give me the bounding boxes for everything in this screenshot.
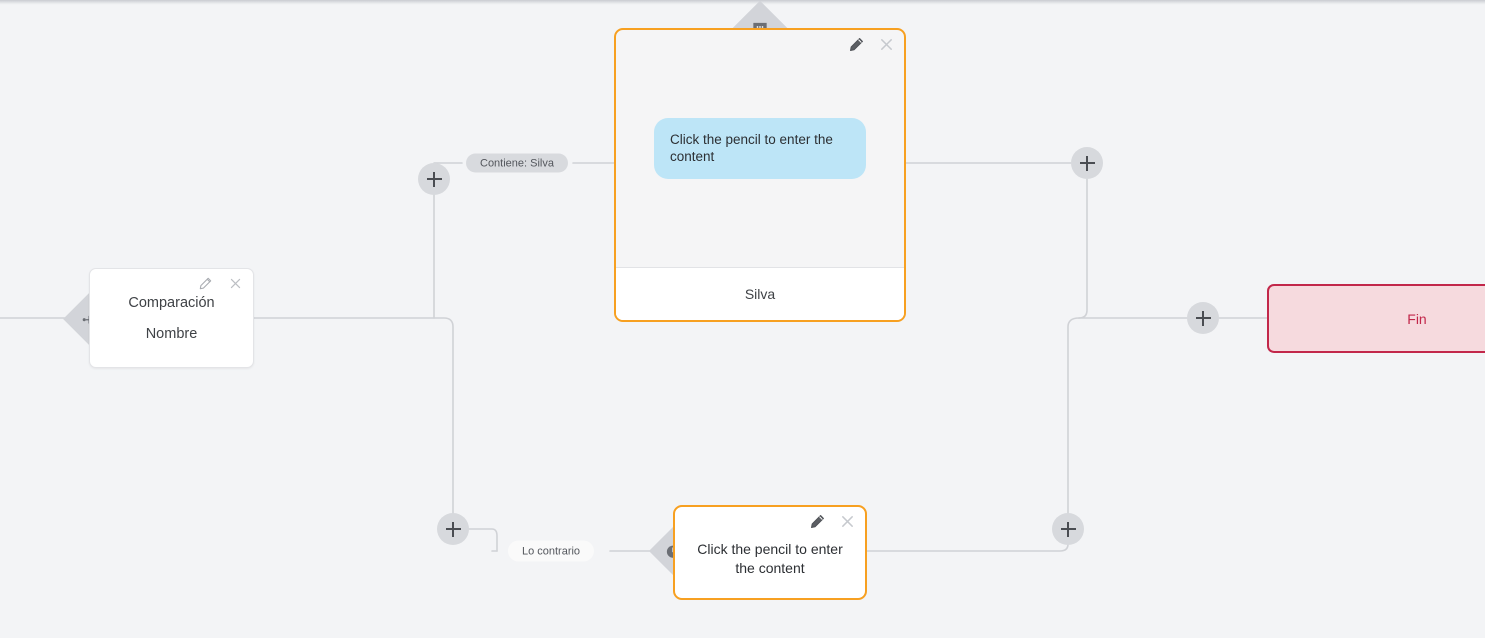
message-bubble[interactable]: Click the pencil to enter the content — [654, 117, 866, 180]
close-icon[interactable] — [878, 36, 894, 52]
node-comparacion[interactable]: Comparación Nombre — [89, 268, 254, 368]
node-end[interactable]: Fin — [1267, 284, 1485, 353]
pencil-icon[interactable] — [848, 36, 864, 52]
node-message[interactable]: Click the pencil to enter the content Si… — [614, 28, 906, 322]
add-node-branch-true-right[interactable] — [1071, 147, 1103, 179]
pencil-icon[interactable] — [809, 513, 825, 529]
add-node-branch-true-left[interactable] — [418, 163, 450, 195]
edge-label-lo-contrario[interactable]: Lo contrario — [507, 540, 595, 562]
add-node-branch-false-left[interactable] — [437, 513, 469, 545]
node-comparacion-title: Comparación — [128, 294, 215, 311]
close-icon[interactable] — [227, 275, 243, 291]
add-node-branch-false-right[interactable] — [1052, 513, 1084, 545]
pencil-icon[interactable] — [197, 275, 213, 291]
node-comparacion-subtitle: Nombre — [145, 325, 198, 342]
node-message-footer: Silva — [616, 267, 904, 320]
close-icon[interactable] — [839, 513, 855, 529]
add-node-before-end[interactable] — [1187, 302, 1219, 334]
edge-label-contiene[interactable]: Contiene: Silva — [466, 153, 568, 173]
node-end-label: Fin — [1407, 310, 1427, 327]
node-comparacion-actions — [197, 275, 243, 291]
node-message-actions — [848, 36, 894, 52]
node-wait-actions — [809, 513, 855, 529]
node-wait-text: Click the pencil to enter the content — [697, 541, 843, 576]
node-wait[interactable]: Click the pencil to enter the content — [673, 505, 867, 600]
node-message-body: Click the pencil to enter the content — [616, 30, 904, 267]
